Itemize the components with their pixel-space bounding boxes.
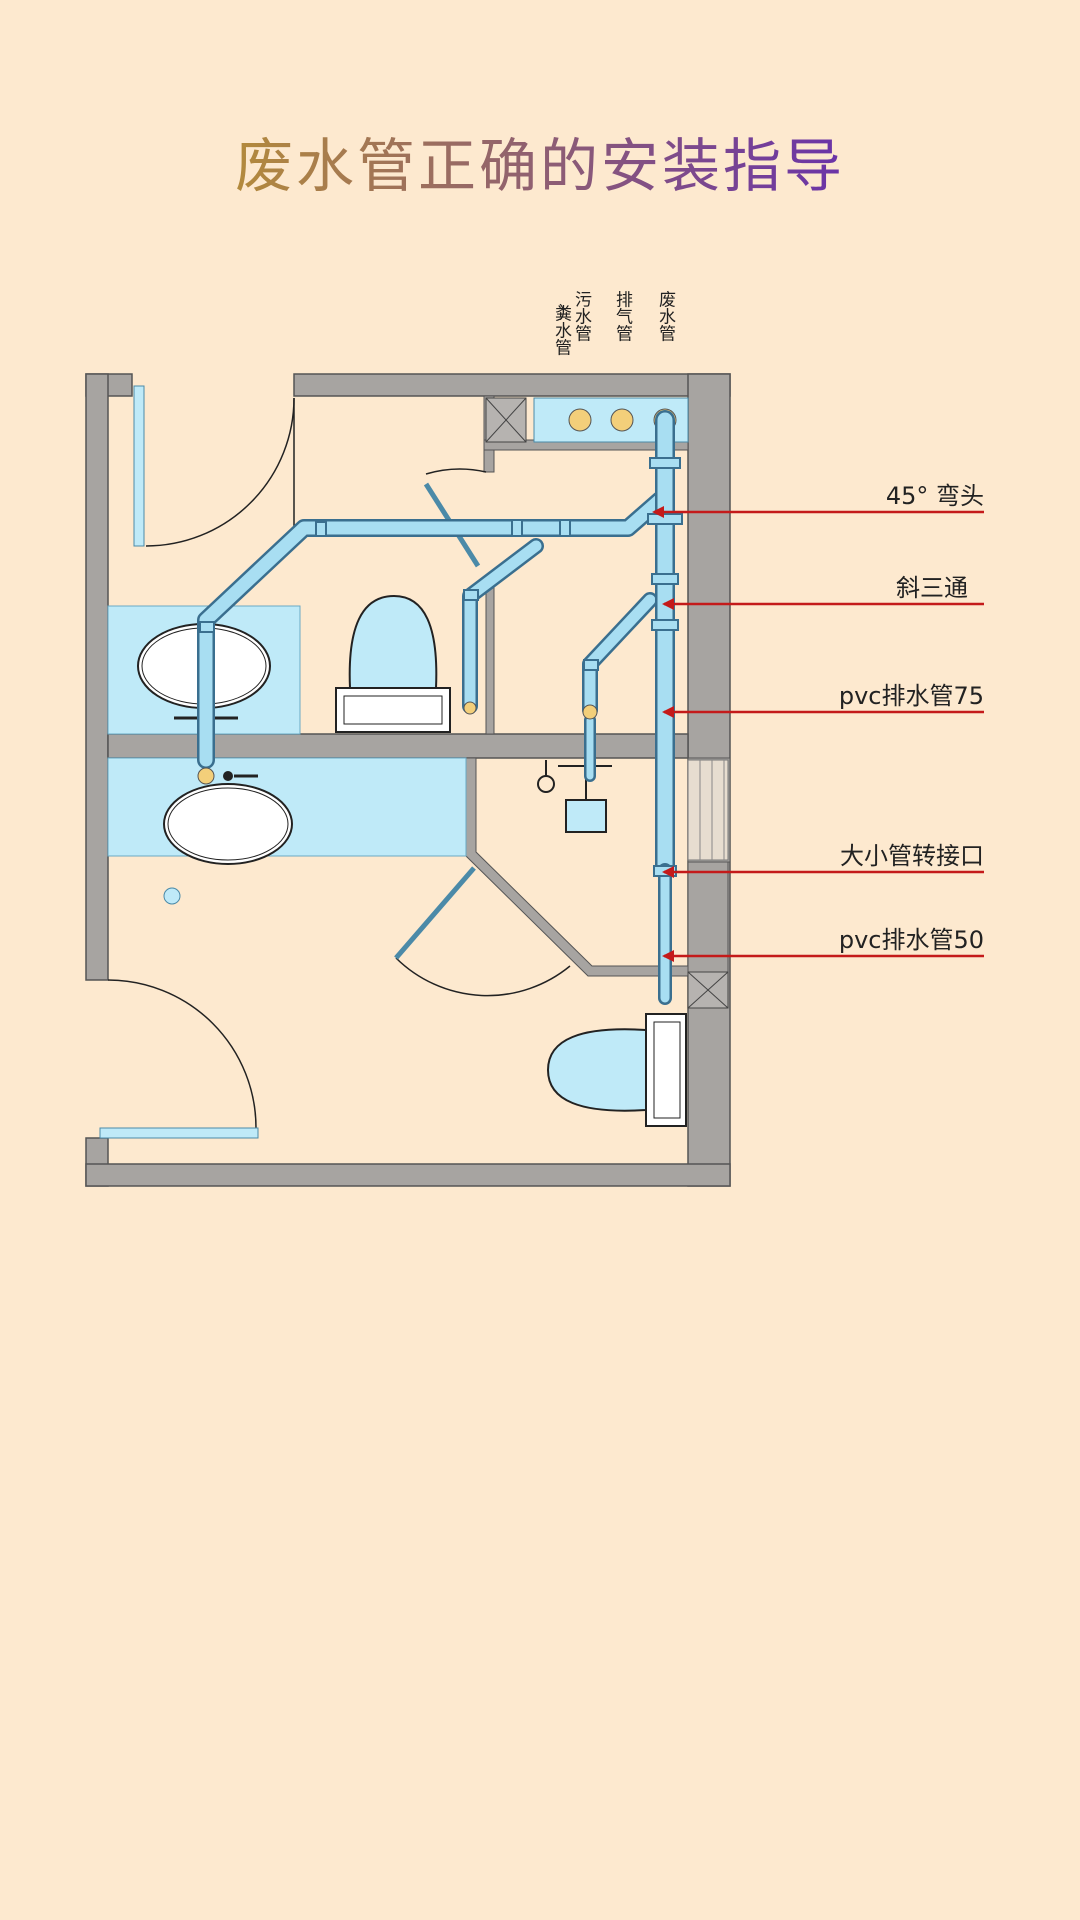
- callout-elbow45: 45° 弯头: [652, 482, 984, 518]
- callout-wye-text: 斜三通: [896, 574, 968, 602]
- trap-icon: [582, 704, 598, 720]
- vent-shaft-bottom: [687, 971, 729, 1009]
- callout-elbow45-text: 45° 弯头: [886, 482, 984, 510]
- callout-pvc50: pvc排水管50: [662, 926, 984, 962]
- trap-icon: [197, 767, 215, 785]
- stack-label-waste: 废水管: [655, 290, 676, 341]
- vent-stack: [610, 408, 634, 432]
- faucet-icon: [223, 771, 258, 781]
- door-shower: [394, 866, 571, 997]
- stack-label-soil-col1: 粪水管: [551, 304, 572, 355]
- callout-reducer: 大小管转接口: [662, 842, 984, 878]
- pipe-fittings: [199, 457, 683, 877]
- callout-wye: 斜三通: [662, 574, 984, 610]
- stack-label-soil-paren: ︵: [556, 304, 576, 321]
- callout-pvc75-text: pvc排水管75: [839, 682, 984, 710]
- stack-label-soil: ︵ 粪水管 污水管: [551, 290, 592, 355]
- toilet-icon: [335, 594, 451, 733]
- stack-label-soil-col2: 污水管: [571, 290, 592, 341]
- trap-icon: [463, 701, 477, 715]
- floor-drain-icon: [163, 887, 181, 905]
- door-top-left: [145, 397, 295, 547]
- callout-pvc50-text: pvc排水管50: [839, 926, 984, 954]
- vent-shaft-top: [485, 397, 527, 443]
- stack-label-vent: 排气管: [612, 290, 633, 341]
- shower-icon: [537, 760, 612, 833]
- door-stall: [423, 468, 487, 568]
- sink-icon: [163, 783, 293, 865]
- toilet-icon: [546, 1013, 687, 1127]
- page-title: 废水管正确的安装指导: [235, 132, 845, 200]
- door-bottom-left: [99, 979, 259, 1139]
- callout-reducer-text: 大小管转接口: [840, 842, 984, 870]
- drain-pipes: [197, 410, 675, 1005]
- callout-pvc75: pvc排水管75: [662, 682, 984, 718]
- soil-stack: [568, 408, 592, 432]
